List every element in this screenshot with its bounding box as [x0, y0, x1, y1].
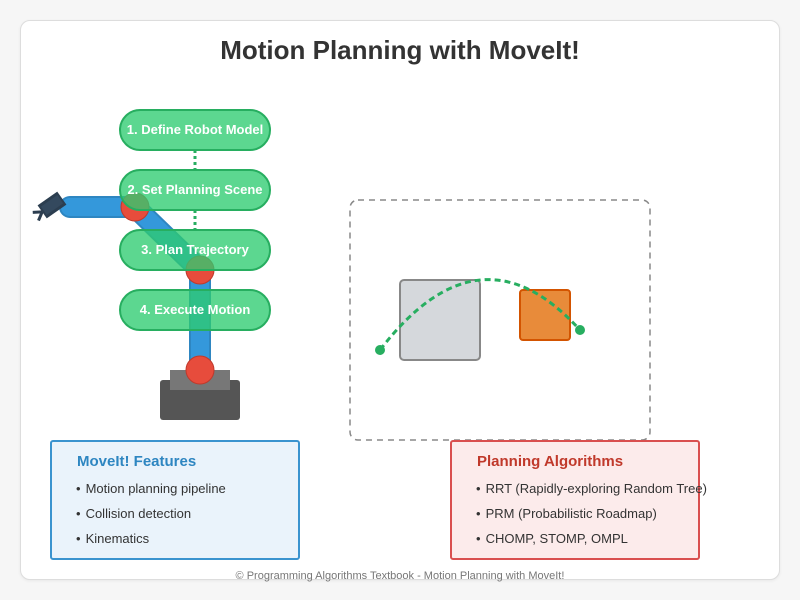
features-item: Collision detection	[76, 501, 298, 526]
step-3-pill	[119, 229, 271, 271]
footer-caption: © Programming Algorithms Textbook - Moti…	[235, 570, 565, 582]
trajectory-goal	[575, 325, 585, 335]
step-3-label: 3. Plan Trajectory	[141, 242, 249, 257]
features-item: Motion planning pipeline	[76, 476, 298, 501]
planned-trajectory	[378, 278, 582, 351]
arm-joint-base	[185, 355, 215, 385]
step-2-label: 2. Set Planning Scene	[127, 182, 263, 197]
algorithms-item: PRM (Probabilistic Roadmap)	[476, 501, 698, 526]
step-2-pill	[119, 169, 271, 211]
algorithms-item: RRT (Rapidly-exploring Random Tree)	[476, 476, 707, 501]
step-4-label: 4. Execute Motion	[139, 302, 251, 317]
algorithms-list: RRT (Rapidly-exploring Random Tree) PRM …	[476, 476, 707, 551]
trajectory-start	[375, 345, 385, 355]
page-title: Motion Planning with MoveIt!	[220, 35, 580, 65]
algorithms-item: CHOMP, STOMP, OMPL	[476, 526, 698, 551]
features-box: MoveIt! Features Motion planning pipelin…	[50, 440, 300, 560]
features-heading: MoveIt! Features	[77, 453, 197, 470]
step-4-pill	[119, 289, 271, 331]
algorithms-box: Planning Algorithms RRT (Rapidly-explori…	[450, 440, 707, 560]
planning-scene	[349, 199, 651, 441]
gripper-icon	[32, 191, 67, 222]
features-list: Motion planning pipeline Collision detec…	[77, 476, 298, 551]
planning-scene-boundary	[349, 199, 651, 441]
features-item: Kinematics	[76, 526, 298, 551]
obstacle-gray	[399, 279, 481, 361]
algorithms-heading: Planning Algorithms	[477, 453, 624, 470]
obstacle-orange	[519, 289, 571, 341]
step-1-pill	[119, 109, 271, 151]
step-1-label: 1. Define Robot Model	[126, 122, 264, 137]
